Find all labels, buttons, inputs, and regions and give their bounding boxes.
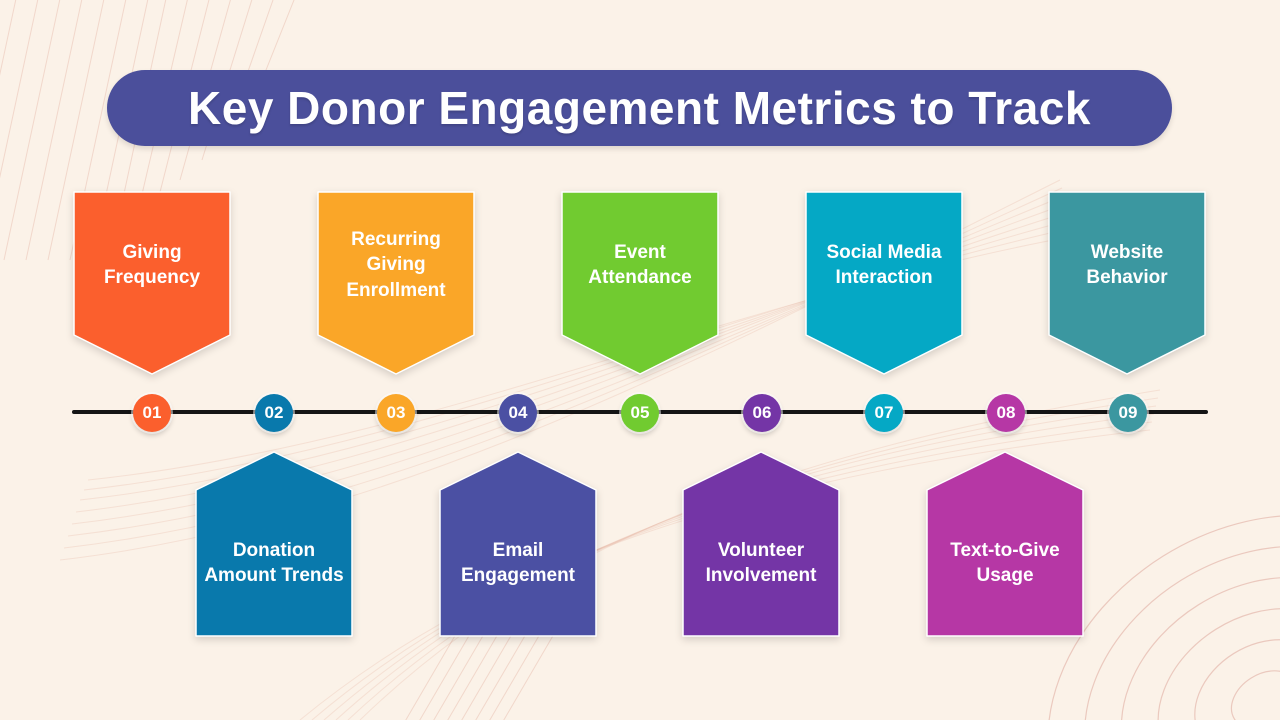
timeline-dot-number: 07 xyxy=(874,403,894,422)
metric-label: Social Media Interaction xyxy=(826,241,942,288)
timeline-dot-02: 02 xyxy=(255,394,293,432)
timeline-dot-number: 06 xyxy=(752,403,772,422)
banner-shape-down xyxy=(73,191,231,375)
timeline-dot-number: 05 xyxy=(630,403,650,422)
timeline-dot-06: 06 xyxy=(743,394,781,432)
banner-shape-up xyxy=(682,451,840,637)
timeline-dot-09: 09 xyxy=(1109,394,1147,432)
timeline-dot-05: 05 xyxy=(621,394,659,432)
banner-shape-up xyxy=(926,451,1084,637)
page-title: Key Donor Engagement Metrics to Track xyxy=(188,82,1091,134)
metric-card-email-engagement: Email Engagement xyxy=(439,451,597,637)
timeline-dot-08: 08 xyxy=(987,394,1025,432)
timeline-dot-number: 02 xyxy=(264,403,284,422)
timeline-dot-01: 01 xyxy=(133,394,171,432)
timeline-dot-number: 03 xyxy=(386,403,406,422)
banner-shape-down xyxy=(561,191,719,375)
timeline-dot-number: 04 xyxy=(508,403,528,422)
timeline-dot-07: 07 xyxy=(865,394,903,432)
banner-shape-down xyxy=(805,191,963,375)
metric-card-volunteer-involvement: Volunteer Involvement xyxy=(682,451,840,637)
metric-card-recurring-giving-enrollment: Recurring Giving Enrollment xyxy=(317,191,475,375)
timeline-dot-04: 04 xyxy=(499,394,537,432)
timeline-dot-number: 09 xyxy=(1118,403,1138,422)
metric-label: Donation Amount Trends xyxy=(204,539,344,586)
metric-card-event-attendance: Event Attendance xyxy=(561,191,719,375)
timeline-dot-number: 08 xyxy=(996,403,1016,422)
metric-card-donation-amount-trends: Donation Amount Trends xyxy=(195,451,353,637)
metric-label: Event Attendance xyxy=(588,241,692,288)
banner-shape-up xyxy=(195,451,353,637)
timeline-dot-number: 01 xyxy=(142,403,162,422)
banner-shape-down xyxy=(317,191,475,375)
timeline-dot-03: 03 xyxy=(377,394,415,432)
metric-card-social-media-interaction: Social Media Interaction xyxy=(805,191,963,375)
metric-label: Recurring Giving Enrollment xyxy=(346,229,446,301)
metric-label: Text-to-Give Usage xyxy=(950,539,1060,586)
metric-card-giving-frequency: Giving Frequency xyxy=(73,191,231,375)
metric-label: Volunteer Involvement xyxy=(705,539,817,586)
metric-card-website-behavior: Website Behavior xyxy=(1048,191,1206,375)
metric-label: Website Behavior xyxy=(1086,241,1168,288)
metric-card-text-to-give-usage: Text-to-Give Usage xyxy=(926,451,1084,637)
title-banner: Key Donor Engagement Metrics to Track xyxy=(107,70,1172,146)
banner-shape-up xyxy=(439,451,597,637)
banner-shape-down xyxy=(1048,191,1206,375)
metric-label: Email Engagement xyxy=(460,539,576,586)
metric-label: Giving Frequency xyxy=(103,241,201,288)
